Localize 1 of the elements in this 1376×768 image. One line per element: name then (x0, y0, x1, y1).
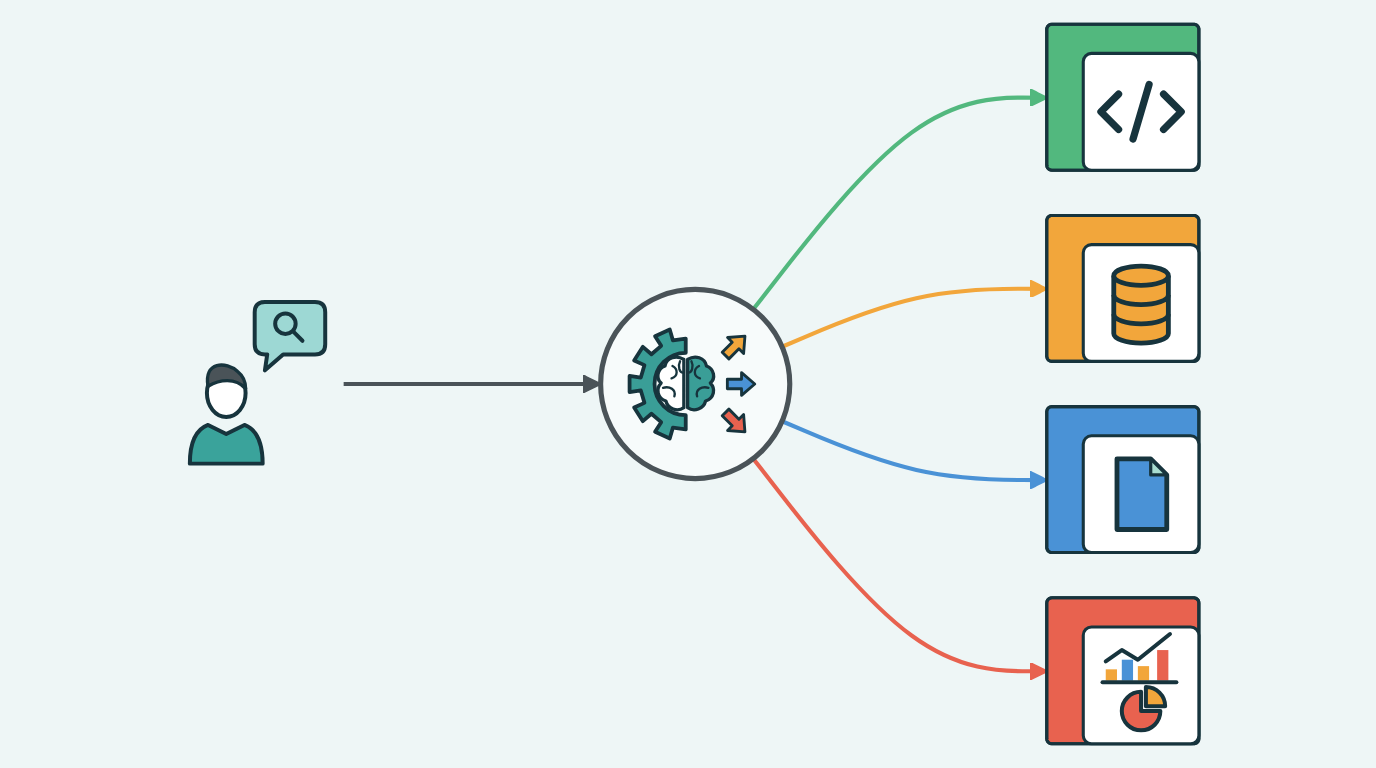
node-circle (598, 286, 793, 482)
